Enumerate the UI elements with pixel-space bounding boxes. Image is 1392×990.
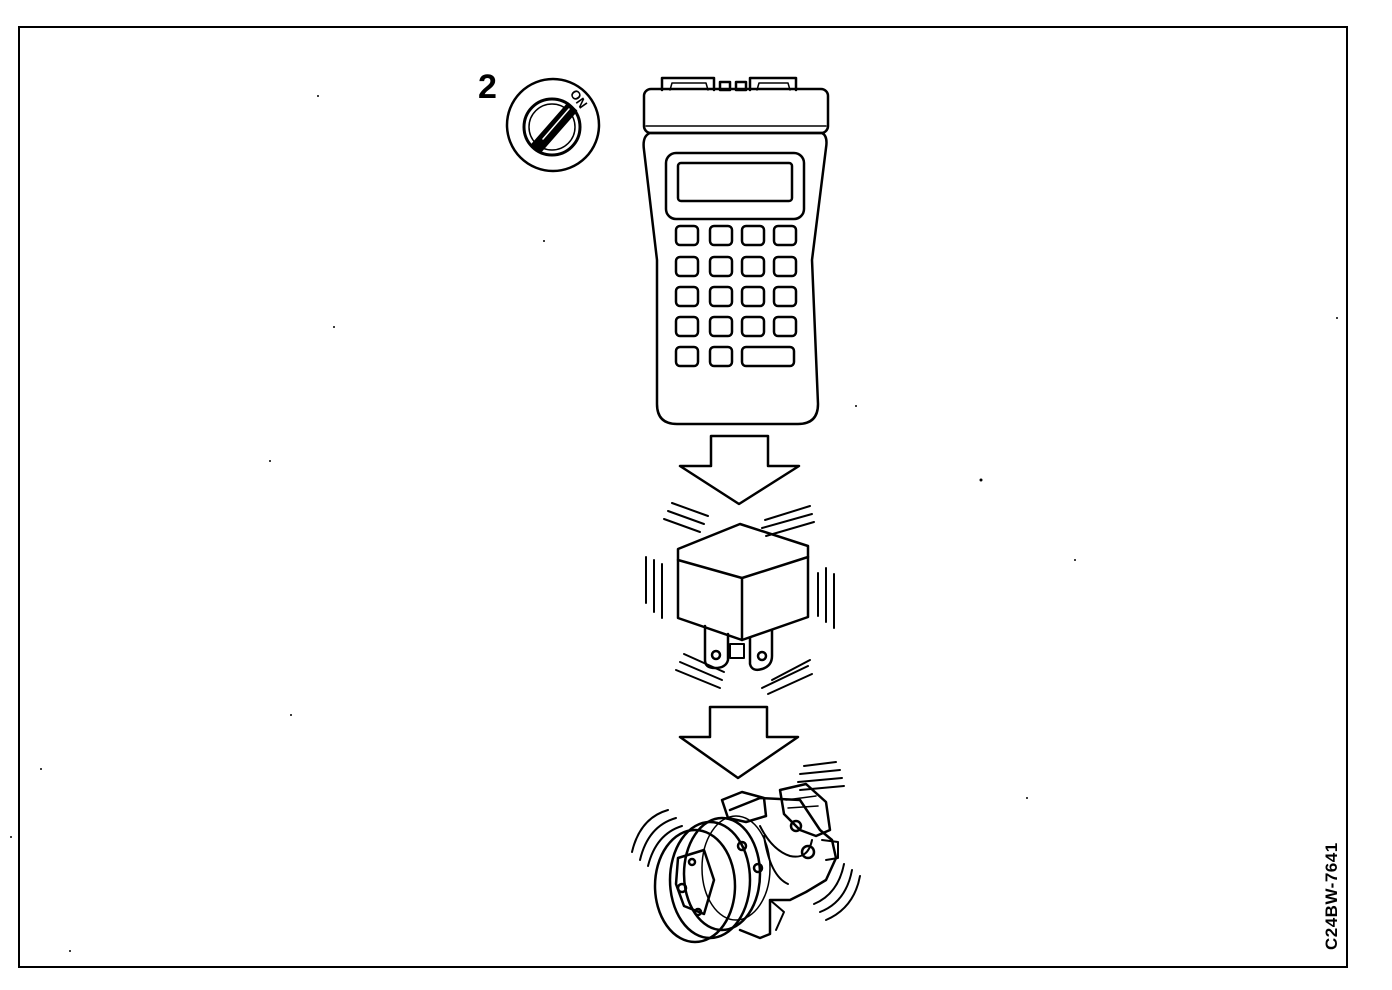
- arrow-down-icon: [678, 434, 801, 506]
- figure-frame: [18, 26, 1348, 968]
- scan-specks: [10, 95, 1338, 952]
- relay-icon: [645, 502, 835, 695]
- figure-code: C24BW-7641: [1322, 842, 1341, 950]
- scan-tool-icon: [642, 76, 830, 426]
- step-number: 2: [478, 68, 497, 106]
- ac-compressor-icon: [631, 761, 861, 944]
- arrow-down-icon: [678, 705, 800, 780]
- ignition-switch-icon: ON: [505, 77, 601, 173]
